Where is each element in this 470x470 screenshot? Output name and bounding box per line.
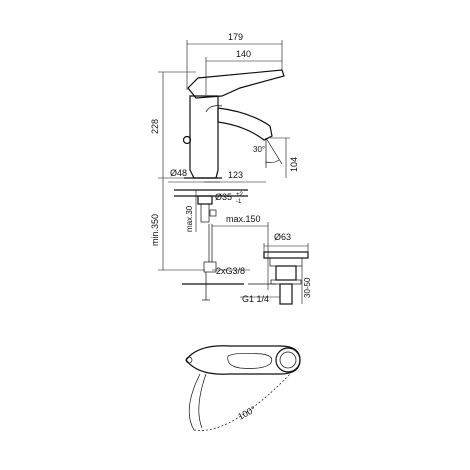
dim-179: 179 xyxy=(186,32,283,90)
top-view-spout-inner xyxy=(279,351,297,369)
rotation-arc-sweep xyxy=(193,373,291,431)
label-max-30: max.30 xyxy=(185,205,194,232)
rotation-arc-2 xyxy=(198,373,207,429)
dim-diameter-63: Ø63 xyxy=(263,232,309,252)
label-tolerance-bottom: -1 xyxy=(236,199,242,205)
mounting-nut xyxy=(197,195,213,205)
label-179: 179 xyxy=(228,32,243,42)
rotation-arc xyxy=(188,373,201,431)
faucet-top-view: 100° xyxy=(185,345,301,431)
top-view-spout-circle xyxy=(275,347,301,373)
dim-min-350: min.350 xyxy=(150,178,205,271)
clamp-bolt xyxy=(209,209,217,217)
faucet-body xyxy=(189,95,219,179)
label-2xg3-8: 2xG3/8 xyxy=(216,266,245,276)
label-30-50: 30-50 xyxy=(303,277,312,298)
dim-g1-1-4: G1 1/4 xyxy=(240,294,280,304)
label-228: 228 xyxy=(150,119,160,134)
label-123: 123 xyxy=(228,170,243,180)
waste-tail xyxy=(279,283,293,305)
spout-curve xyxy=(205,105,223,113)
top-view-knob xyxy=(185,356,193,364)
dim-30-degree: 30° xyxy=(253,137,283,168)
dim-140: 140 xyxy=(205,49,282,95)
dim-base: Ø48 123 xyxy=(168,168,266,183)
lever-handle xyxy=(187,69,285,99)
faucet-spout xyxy=(217,107,273,141)
faucet-side-view xyxy=(182,69,285,179)
connector-nut xyxy=(203,261,217,273)
top-view-lever-slot xyxy=(227,352,273,369)
label-hole-diameter: Ø35 xyxy=(215,192,232,202)
label-g1-1-4: G1 1/4 xyxy=(242,294,269,304)
dim-30-50: 30-50 xyxy=(301,266,312,304)
dim-104: 104 xyxy=(270,137,299,178)
control-knob xyxy=(182,135,192,145)
waste-nut xyxy=(270,279,302,285)
waste-body xyxy=(275,265,297,281)
dim-max-30: max.30 xyxy=(185,190,197,232)
waste-flange xyxy=(263,251,309,259)
connection-detail: 2xG3/8 xyxy=(182,261,250,301)
label-max-150: max.150 xyxy=(226,214,261,224)
label-min-350: min.350 xyxy=(150,214,160,246)
label-diameter-63: Ø63 xyxy=(274,232,291,242)
waste-seal xyxy=(269,257,303,267)
waste-drain xyxy=(248,251,309,305)
label-100-degree: 100° xyxy=(236,404,257,422)
dim-max-150: max.150 xyxy=(212,214,269,290)
threaded-rod xyxy=(200,203,210,223)
label-140: 140 xyxy=(236,49,251,59)
top-view-body xyxy=(185,345,301,375)
dim-228: 228 xyxy=(150,71,196,179)
label-104: 104 xyxy=(289,157,299,172)
label-30-degree: 30° xyxy=(253,145,265,154)
label-tolerance-top: +2 xyxy=(236,192,244,198)
deck-mounting: Ø35 +2 -1 xyxy=(174,189,248,262)
label-diameter-48: Ø48 xyxy=(170,168,187,178)
